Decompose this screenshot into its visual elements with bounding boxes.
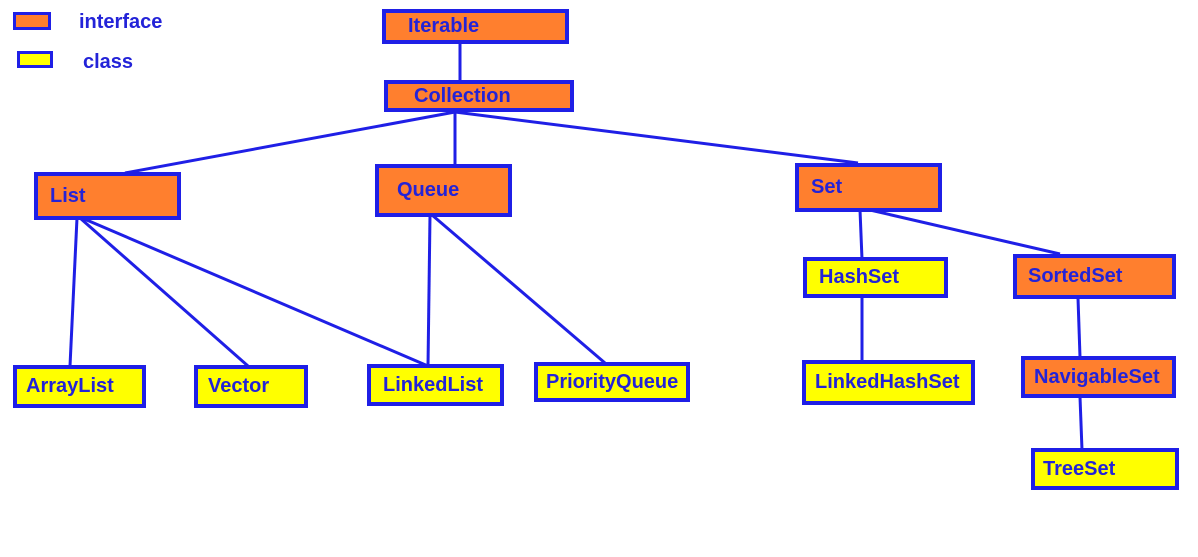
edge-list-vector	[79, 216, 249, 368]
edge-queue-priorityqueue	[431, 213, 606, 365]
legend-class-label: class	[83, 51, 134, 73]
node-collection: Collection	[384, 80, 574, 112]
node-vector: Vector	[194, 365, 308, 408]
node-queue: Queue	[375, 164, 512, 217]
edge-sortedset-navigableset	[1076, 297, 1082, 358]
node-iterable: Iterable	[382, 9, 569, 44]
edge-queue-linkedlist	[426, 214, 432, 367]
legend-interface-swatch	[13, 12, 51, 30]
node-sortedset: SortedSet	[1013, 254, 1176, 299]
node-set: Set	[795, 163, 942, 212]
node-linkedlist: LinkedList	[367, 364, 504, 406]
node-priorityqueue: PriorityQueue	[534, 362, 690, 402]
edge-list-linkedlist	[81, 216, 429, 368]
edge-navigableset-treeset	[1078, 396, 1084, 451]
node-treeset: TreeSet	[1031, 448, 1179, 490]
edge-list-arraylist	[68, 217, 79, 367]
node-list: List	[34, 172, 181, 220]
node-linkedhashset: LinkedHashSet	[802, 360, 975, 405]
node-navigableset: NavigableSet	[1021, 356, 1176, 398]
node-arraylist: ArrayList	[13, 365, 146, 408]
legend-class-swatch	[17, 51, 53, 68]
edge-set-hashset	[858, 209, 864, 260]
legend-interface-label: interface	[79, 11, 163, 33]
edge-collection-set	[454, 110, 859, 165]
node-hashset: HashSet	[803, 257, 948, 298]
edge-collection-list	[124, 110, 456, 175]
edge-set-sortedset	[869, 208, 1061, 256]
